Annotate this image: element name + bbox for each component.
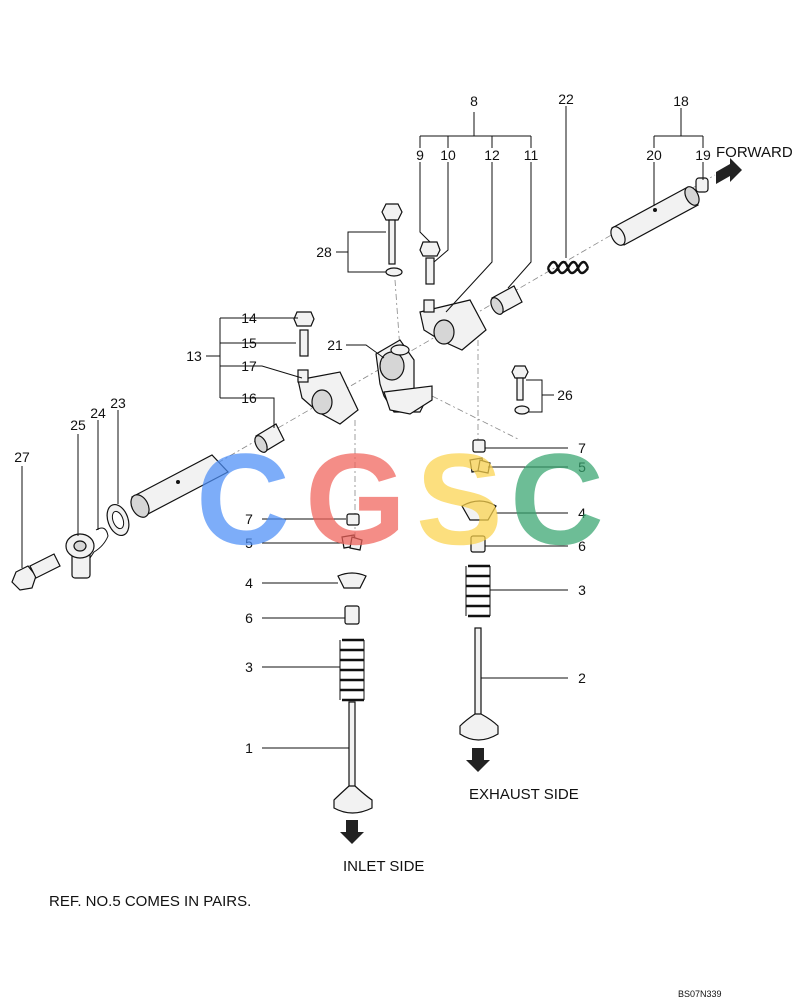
callout-18: 18 (673, 93, 689, 109)
forward-label: FORWARD (716, 144, 793, 161)
rocker-shaft-left (130, 454, 229, 518)
callout-24: 24 (90, 405, 106, 421)
callout-23: 23 (110, 395, 126, 411)
watermark-letter: C (510, 426, 604, 572)
exhaust-valve-spring (465, 564, 491, 618)
banjo-bolt (11, 553, 61, 591)
drawing-code: BS07N339 (678, 989, 722, 999)
inlet-side-label: INLET SIDE (343, 858, 424, 875)
inlet-valve (333, 701, 373, 814)
thrust-washer (106, 503, 130, 537)
callout-27: 27 (14, 449, 30, 465)
snap-pin (89, 527, 109, 559)
callout-6-inlet: 6 (245, 610, 253, 626)
callout-28: 28 (316, 244, 332, 260)
callout-8: 8 (470, 93, 478, 109)
adjusting-screw-inlet (293, 311, 315, 357)
exhaust-valve (459, 627, 499, 741)
callout-14: 14 (241, 310, 257, 326)
callout-21: 21 (327, 337, 343, 353)
callout-15: 15 (241, 335, 257, 351)
callout-numbers: 8 9 10 12 11 22 18 20 19 28 21 14 15 13 … (14, 91, 711, 756)
inlet-arrow-icon (340, 820, 364, 844)
callout-2: 2 (578, 670, 586, 686)
callout-5-inlet: 5 (245, 535, 253, 551)
callout-16: 16 (241, 390, 257, 406)
cgsc-watermark-logo: C G S C (196, 426, 604, 572)
watermark-letter: G (305, 426, 406, 572)
shaft-spacer-left (254, 423, 285, 453)
inlet-valve-spring (339, 638, 365, 702)
callout-3-exhaust: 3 (578, 582, 586, 598)
callout-20: 20 (646, 147, 662, 163)
callout-4-inlet: 4 (245, 575, 253, 591)
rocker-bracket (375, 339, 433, 415)
callout-12: 12 (484, 147, 500, 163)
callout-10: 10 (440, 147, 456, 163)
shaft-plug (695, 177, 709, 193)
inlet-valve-seal (344, 605, 360, 625)
callout-1: 1 (245, 740, 253, 756)
shaft-spacer-right (490, 285, 523, 315)
callout-7-inlet: 7 (245, 511, 253, 527)
callout-11: 11 (524, 147, 539, 163)
callout-25: 25 (70, 417, 86, 433)
inlet-spring-retainer (337, 572, 367, 589)
callout-17: 17 (241, 358, 257, 374)
watermark-letter: S (416, 426, 503, 572)
exhaust-valve-cap (472, 439, 486, 453)
leader-lines (21, 106, 704, 749)
callout-26: 26 (557, 387, 573, 403)
bracket-bolt-small (511, 365, 530, 415)
callout-9: 9 (416, 147, 424, 163)
callout-6-exhaust: 6 (578, 538, 586, 554)
callout-22: 22 (558, 91, 574, 107)
callout-4-exhaust: 4 (578, 505, 586, 521)
callout-13: 13 (186, 348, 202, 364)
callout-19: 19 (695, 147, 711, 163)
exhaust-valve-collets (469, 457, 491, 474)
callout-5-exhaust: 5 (578, 459, 586, 475)
forward-arrow-icon (716, 158, 742, 184)
exhaust-valve-seal (470, 535, 486, 553)
exhaust-spring-retainer (461, 500, 497, 521)
rocker-arm-inlet (297, 369, 359, 425)
callout-3-inlet: 3 (245, 659, 253, 675)
eye-bolt (65, 533, 95, 579)
rocker-arm-exhaust (419, 299, 487, 351)
watermark-letter: C (196, 426, 290, 572)
callout-7-exhaust: 7 (578, 440, 586, 456)
exhaust-arrow-icon (466, 748, 490, 772)
inlet-valve-cap (346, 513, 360, 526)
inlet-valve-collets (341, 534, 363, 551)
rocker-shaft-right (610, 186, 700, 246)
shaft-spring (546, 260, 590, 275)
adjusting-screw-exhaust (419, 241, 441, 285)
reference-note: REF. NO.5 COMES IN PAIRS. (49, 893, 251, 910)
exhaust-side-label: EXHAUST SIDE (469, 786, 579, 803)
bracket-bolt (381, 203, 403, 277)
